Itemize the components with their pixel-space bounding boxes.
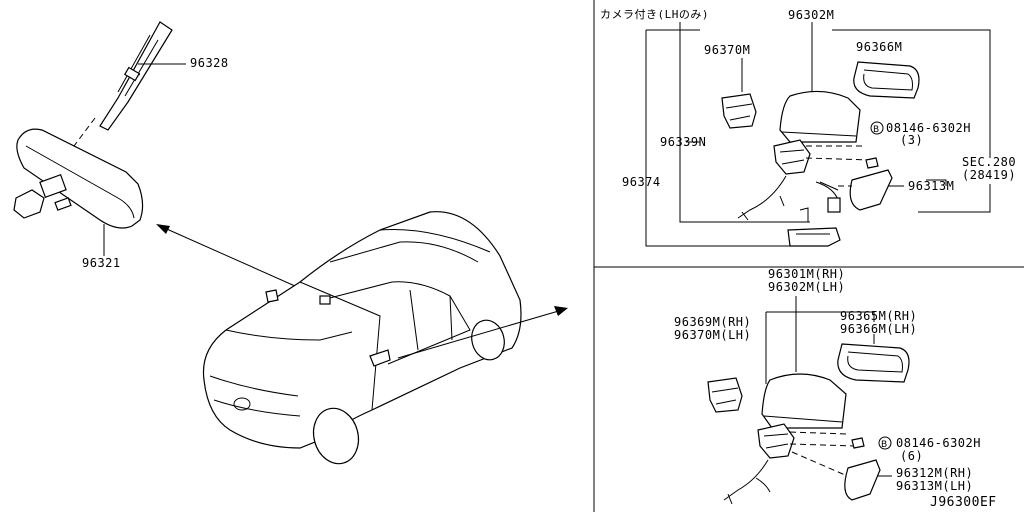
bolt-symbol-bottom [878, 436, 892, 450]
label-96321: 96321 [82, 256, 121, 270]
mirror-bracket [99, 21, 173, 131]
label-sec280: SEC.280 [962, 155, 1017, 169]
top-harness [737, 175, 841, 222]
label-bolt-qty-bottom: (6) [900, 449, 924, 463]
top-mirror-housing [779, 90, 861, 143]
install-dash-bottom-1 [789, 431, 847, 435]
label-96369M-rh: 96369M(RH) [674, 315, 752, 329]
bolt-symbol-top [870, 121, 884, 135]
label-96302M-top: 96302M [788, 8, 835, 22]
label-96374: 96374 [622, 175, 661, 189]
arrowhead-inside-mirror [156, 224, 170, 234]
label-96370M-lh: 96370M(LH) [674, 328, 752, 342]
top-camera-bracket [787, 227, 841, 247]
label-96301M-rh: 96301M(RH) [768, 267, 846, 281]
bottom-harness [723, 459, 771, 505]
top-mirror-cover [849, 169, 893, 211]
label-96312M-rh: 96312M(RH) [896, 466, 974, 480]
car-illustration [202, 211, 522, 465]
bottom-mirror-base [757, 423, 795, 459]
bolt-symbol-bottom-letter: B [881, 440, 887, 450]
arrow-door-mirror [397, 309, 563, 359]
leader-96369M [765, 311, 875, 384]
label-96313M-lh: 96313M(LH) [896, 479, 974, 493]
label-bolt-part-bottom: 08146-6302H [896, 436, 981, 450]
bottom-mirror-housing [761, 373, 847, 429]
leader-96366M-top [832, 29, 991, 213]
label-bolt-part-top: 08146-6302H [886, 121, 971, 135]
label-96370M-top: 96370M [704, 43, 751, 57]
bottom-actuator [707, 377, 743, 413]
install-dash-bottom-2 [789, 443, 857, 447]
install-dash-bottom-3 [791, 451, 853, 479]
label-camera-note: カメラ付き(LHのみ) [600, 8, 709, 21]
top-actuator [721, 93, 757, 129]
bolt-symbol-top-letter: B [873, 125, 879, 135]
label-sec280-sub: (28419) [962, 168, 1017, 182]
top-mirror-glass [853, 61, 920, 99]
bottom-mirror-glass [837, 343, 910, 383]
top-mirror-base [773, 139, 811, 175]
label-bolt-qty-top: (3) [900, 133, 924, 147]
diagram-id: J96300EF [930, 495, 997, 510]
label-96366M-lh: 96366M(LH) [840, 322, 918, 336]
label-96302M-lh: 96302M(LH) [768, 280, 846, 294]
leader-bracket-top [645, 29, 812, 247]
label-96339N: 96339N [660, 135, 707, 149]
label-96366M-top: 96366M [856, 40, 903, 54]
arrowhead-door-mirror [554, 306, 568, 316]
bottom-bolt [851, 437, 865, 449]
inside-mirror [13, 128, 144, 229]
top-bolt [865, 157, 879, 169]
bottom-mirror-cover [844, 459, 881, 501]
label-96313M-top: 96313M [908, 179, 955, 193]
label-96365M-rh: 96365M(RH) [840, 309, 918, 323]
leader-sec280 [926, 179, 947, 186]
install-dash-top-2 [805, 157, 871, 161]
label-96328: 96328 [190, 56, 229, 70]
